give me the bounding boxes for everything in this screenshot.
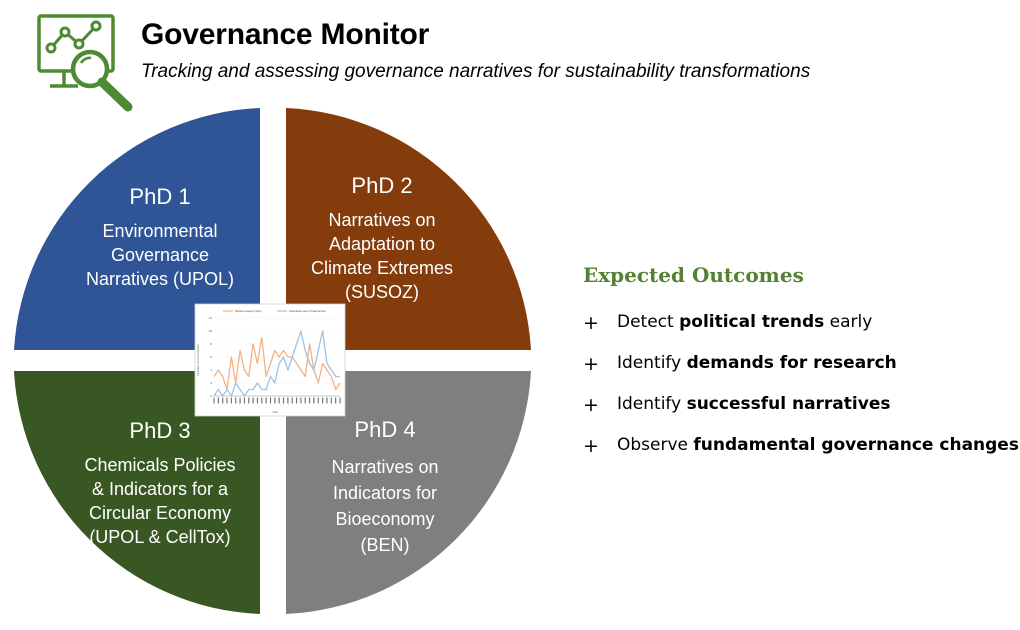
mini-x-tick-mark — [339, 397, 341, 404]
outcome-item: + Observe fundamental governance changes — [583, 435, 1019, 476]
outcome-item: + Identify demands for research — [583, 353, 1019, 394]
outcome-emphasis: demands for research — [686, 353, 897, 373]
mini-legend-subsidies: Subsidies and infrastructure — [289, 309, 327, 313]
mini-x-tick-mark — [256, 397, 259, 404]
phd2-line: (SUSOZ) — [345, 282, 419, 302]
phd1-heading: PhD 1 — [129, 184, 190, 209]
mini-x-tick-mark — [265, 397, 267, 404]
quadrant-phd1 — [14, 108, 260, 350]
mini-line-chart: Market-based policy Subsidies and infras… — [194, 303, 346, 417]
outcome-text: Identify — [617, 394, 687, 414]
mini-y-tick-label: 4 — [210, 368, 212, 372]
mini-x-tick-mark — [269, 397, 272, 404]
mini-y-tick-label: 12 — [209, 316, 213, 320]
mini-x-tick-mark — [282, 397, 285, 404]
governance-monitor-logo-icon — [37, 14, 133, 112]
mini-series-market-line — [213, 336, 341, 391]
outcome-text: Observe — [617, 435, 694, 455]
phd4-line: Indicators for — [333, 483, 437, 503]
outcome-item: + Detect political trends early — [583, 312, 1019, 353]
mini-x-tick-mark — [217, 397, 219, 404]
phd4-line: (BEN) — [361, 535, 410, 555]
mini-y-tick-label: 6 — [210, 355, 212, 359]
mini-x-tick-mark — [291, 397, 293, 404]
mini-x-tick-mark — [248, 397, 250, 404]
phd2-line: Narratives on — [328, 210, 435, 230]
phd2-line: Climate Extremes — [311, 258, 453, 278]
expected-outcomes-heading: Expected Outcomes — [583, 263, 804, 287]
mini-x-tick-mark — [330, 397, 332, 404]
phd2-heading: PhD 2 — [351, 173, 412, 198]
phd3-line: Circular Economy — [89, 503, 231, 523]
phd1-line: Narratives (UPOL) — [86, 269, 234, 289]
phd4-line: Bioeconomy — [335, 509, 434, 529]
phd3-heading: PhD 3 — [129, 418, 190, 443]
mini-plot-area: 0 2 4 6 8 10 12 — [209, 316, 341, 404]
mini-y-tick-label: 0 — [210, 394, 212, 398]
plus-icon: + — [583, 435, 599, 457]
mini-x-tick-mark — [278, 397, 280, 404]
plus-icon: + — [583, 312, 599, 334]
phd1-line: Environmental — [102, 221, 217, 241]
mini-x-tick-mark — [287, 397, 289, 404]
mini-x-tick-mark — [308, 397, 311, 404]
mini-x-tick-mark — [213, 397, 215, 404]
phd4-line: Narratives on — [331, 457, 438, 477]
outcome-text: Identify — [617, 353, 687, 373]
mini-x-tick-mark — [261, 397, 263, 404]
outcome-text: Detect — [617, 312, 680, 332]
mini-y-tick-label: 10 — [209, 329, 213, 333]
mini-x-tick-mark — [313, 397, 315, 404]
mini-y-tick-label: 2 — [210, 381, 212, 385]
mini-x-tick-mark — [335, 397, 337, 404]
quadrant-phd2 — [286, 108, 531, 350]
mini-x-tick-mark — [239, 397, 241, 404]
mini-x-tick-mark — [252, 397, 254, 404]
mini-y-axis-label: Number of occurrences — [196, 344, 200, 376]
mini-x-tick-mark — [235, 397, 237, 404]
page-subtitle: Tracking and assessing governance narrat… — [141, 61, 811, 82]
mini-x-tick-mark — [230, 397, 232, 404]
phd1-line: Governance — [111, 245, 209, 265]
phd3-line: (UPOL & CellTox) — [89, 527, 230, 547]
outcome-emphasis: successful narratives — [686, 394, 891, 414]
mini-x-axis-label: Year — [272, 410, 278, 414]
mini-x-tick-mark — [322, 397, 324, 404]
phd2-line: Adaptation to — [329, 234, 435, 254]
mini-x-tick-mark — [317, 397, 319, 404]
logo-magnifier-icon — [70, 49, 133, 112]
plus-icon: + — [583, 394, 599, 416]
mini-x-tick-mark — [274, 397, 276, 404]
mini-series-subsidies-line — [213, 330, 340, 397]
mini-x-tick-mark — [222, 397, 224, 404]
mini-x-tick-mark — [295, 397, 298, 404]
plus-icon: + — [583, 353, 599, 375]
phd3-line: Chemicals Policies — [84, 455, 235, 475]
mini-x-tick-mark — [304, 397, 306, 404]
mini-x-tick-mark — [226, 397, 228, 404]
outcome-text: early — [824, 312, 873, 332]
outcome-emphasis: fundamental governance changes — [693, 435, 1019, 455]
mini-x-tick-mark — [243, 397, 246, 404]
logo-trend-icon — [45, 20, 102, 54]
expected-outcomes-list: + Detect political trends early + Identi… — [583, 312, 1019, 476]
mini-legend-market: Market-based policy — [235, 309, 262, 313]
mini-x-tick-mark — [326, 397, 328, 404]
phd3-line: & Indicators for a — [92, 479, 229, 499]
quadrant-phd4 — [286, 371, 531, 614]
mini-y-tick-label: 8 — [210, 342, 212, 346]
outcome-emphasis: political trends — [679, 312, 825, 332]
page-title: Governance Monitor — [141, 18, 430, 51]
phd4-heading: PhD 4 — [354, 417, 415, 442]
quadrant-phd3 — [14, 371, 260, 614]
mini-x-tick-mark — [300, 397, 302, 404]
outcome-item: + Identify successful narratives — [583, 394, 1019, 435]
mini-chart-frame — [194, 303, 346, 417]
